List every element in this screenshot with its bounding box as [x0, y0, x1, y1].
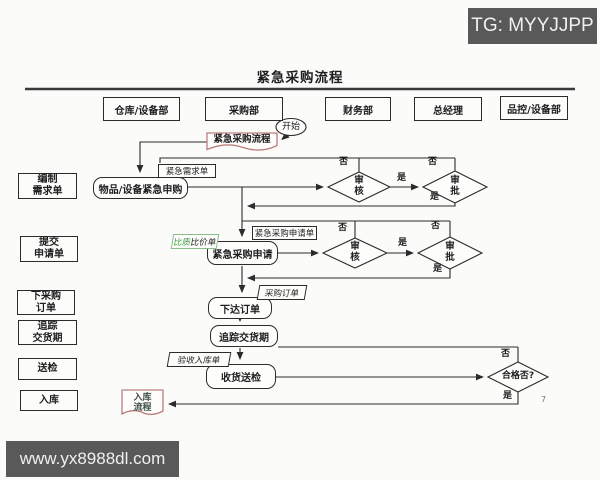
lane-header-finance: 财务部 — [325, 97, 391, 121]
lane-header-purchasing: 采购部 — [205, 97, 283, 121]
label-yes: 是 — [503, 391, 513, 401]
review1-label: 审 核 — [354, 175, 364, 197]
start-terminator-label: 开始 — [281, 121, 300, 132]
process-urgent-request: 物品/设备紧急申购 — [93, 177, 188, 199]
lane-header-warehouse: 仓库/设备部 — [103, 97, 180, 121]
watermark-top-right: TG: MYYJJPP — [468, 8, 597, 44]
review2-diamond — [321, 237, 389, 269]
edge-docref-to-urgentreq — [136, 141, 207, 174]
side-step-warehouse-in: 入库 — [20, 390, 78, 411]
label-no: 否 — [431, 221, 441, 231]
label-yes: 是 — [397, 173, 407, 183]
review1-diamond — [326, 171, 392, 203]
start-terminator-shape — [275, 117, 307, 137]
label-no: 否 — [339, 157, 349, 167]
process-receive-inspect: 收货送检 — [206, 364, 276, 389]
edge-qualified-yes — [167, 392, 519, 408]
warehouseref-label: 入库 流程 — [133, 392, 152, 413]
edge-row1-no-return — [159, 157, 455, 163]
form-label-price-comparison-rest: 比价单 — [189, 237, 217, 248]
lane-header-qc: 品控/设备部 — [500, 96, 568, 120]
watermark-bottom-left: www.yx8988dl.com — [6, 441, 179, 477]
side-step-place-order: 下采购 订单 — [17, 290, 75, 315]
form-label-receiving-slip: 验收入库单 — [166, 352, 232, 367]
label-no: 否 — [428, 157, 438, 167]
approve1-label: 审 批 — [450, 175, 460, 197]
side-step-track-delivery: 追踪 交货期 — [18, 320, 77, 345]
page-number: 7 — [541, 395, 547, 404]
lane-header-gm: 总经理 — [414, 97, 482, 121]
approve2-diamond — [416, 236, 484, 270]
process-issue-order: 下达订单 — [208, 297, 272, 319]
label-yes: 是 — [433, 264, 443, 274]
qualified-label: 合格否? — [501, 371, 535, 382]
review2-label: 审 核 — [350, 241, 360, 263]
side-step-send-inspection: 送检 — [18, 358, 77, 380]
approve2-label: 审 批 — [445, 241, 455, 263]
label-no: 否 — [338, 223, 348, 233]
edge-approve2-yes-return — [246, 269, 451, 282]
approve1-diamond — [421, 170, 489, 204]
side-step-submit-application: 提交 申请单 — [20, 236, 78, 262]
form-label-purchase-order: 采购订单 — [256, 285, 308, 300]
warehouseref-document-shape — [121, 389, 164, 416]
label-yes: 是 — [430, 192, 440, 202]
process-purchase-application: 紧急采购申请 — [207, 241, 278, 265]
side-step-create-requisition: 编制 需求单 — [18, 173, 77, 199]
label-no: 否 — [501, 349, 511, 359]
docref-label: 紧急采购流程 — [213, 134, 271, 146]
form-label-price-comparison: 比质比价单 — [170, 234, 220, 249]
page-title: 紧急采购流程 — [256, 70, 344, 86]
edge-approve1-yes-return — [246, 202, 456, 210]
process-track-delivery: 追踪交货期 — [210, 325, 278, 347]
docref-document-shape — [206, 132, 278, 151]
qualified-diamond — [486, 361, 550, 393]
label-yes: 是 — [398, 238, 408, 248]
form-label-purchase-application: 紧急采购申请单 — [252, 226, 317, 240]
form-label-urgent-requisition: 紧急需求单 — [158, 164, 216, 178]
